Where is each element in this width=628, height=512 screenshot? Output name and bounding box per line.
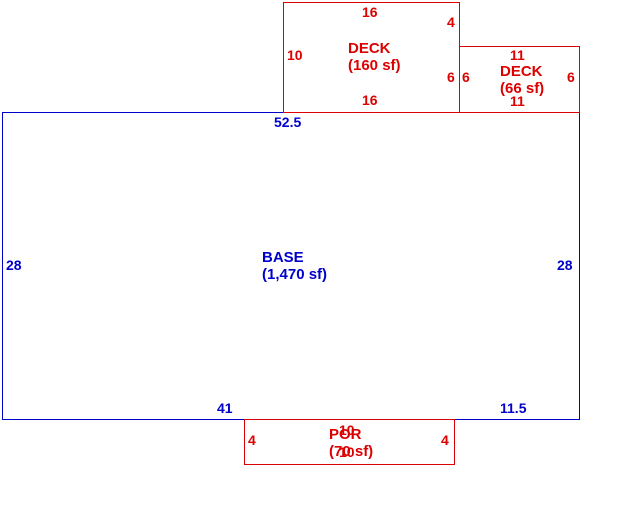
base-dim-bottom-right: 11.5 [500,400,527,416]
deck-small-area: (66 sf) [500,80,545,97]
base-area: (1,470 sf) [262,266,328,283]
deck-small-label: DECK (66 sf) [500,63,544,97]
base-dim-left: 28 [6,257,22,273]
porch-region [244,419,455,465]
deck-small-dim-top: 11 [510,47,525,63]
deck-large-dim-right-upper: 4 [447,14,455,30]
deck-large-dim-left: 10 [287,47,303,63]
deck-large-dim-right-lower: 6 [447,69,455,85]
deck-small-name: DECK [500,63,543,80]
base-label: BASE (1,470 sf) [262,249,327,283]
deck-large-label: DECK (160 sf) [348,40,401,74]
base-dim-top: 52.5 [274,114,302,130]
deck-small-dim-bottom: 11 [510,93,525,109]
porch-dim-bottom: 10 [339,444,355,460]
porch-dim-left: 4 [248,432,256,448]
porch-area: (70 sf) [329,443,374,460]
deck-large-dim-bottom: 16 [362,92,378,108]
porch-label: POR (70 sf) [329,426,373,460]
deck-large-dim-top: 16 [362,4,378,20]
deck-large-area: (160 sf) [348,57,401,74]
deck-small-dim-right: 6 [567,69,575,85]
deck-small-region [459,46,580,113]
base-dim-right: 28 [557,257,573,273]
base-name: BASE [262,249,304,266]
deck-small-dim-left: 6 [462,69,470,85]
base-dim-bottom-left: 41 [217,400,233,416]
porch-dim-top: 10 [339,422,355,438]
deck-large-name: DECK [348,40,391,57]
porch-name: POR [329,426,362,443]
porch-dim-right: 4 [441,432,449,448]
